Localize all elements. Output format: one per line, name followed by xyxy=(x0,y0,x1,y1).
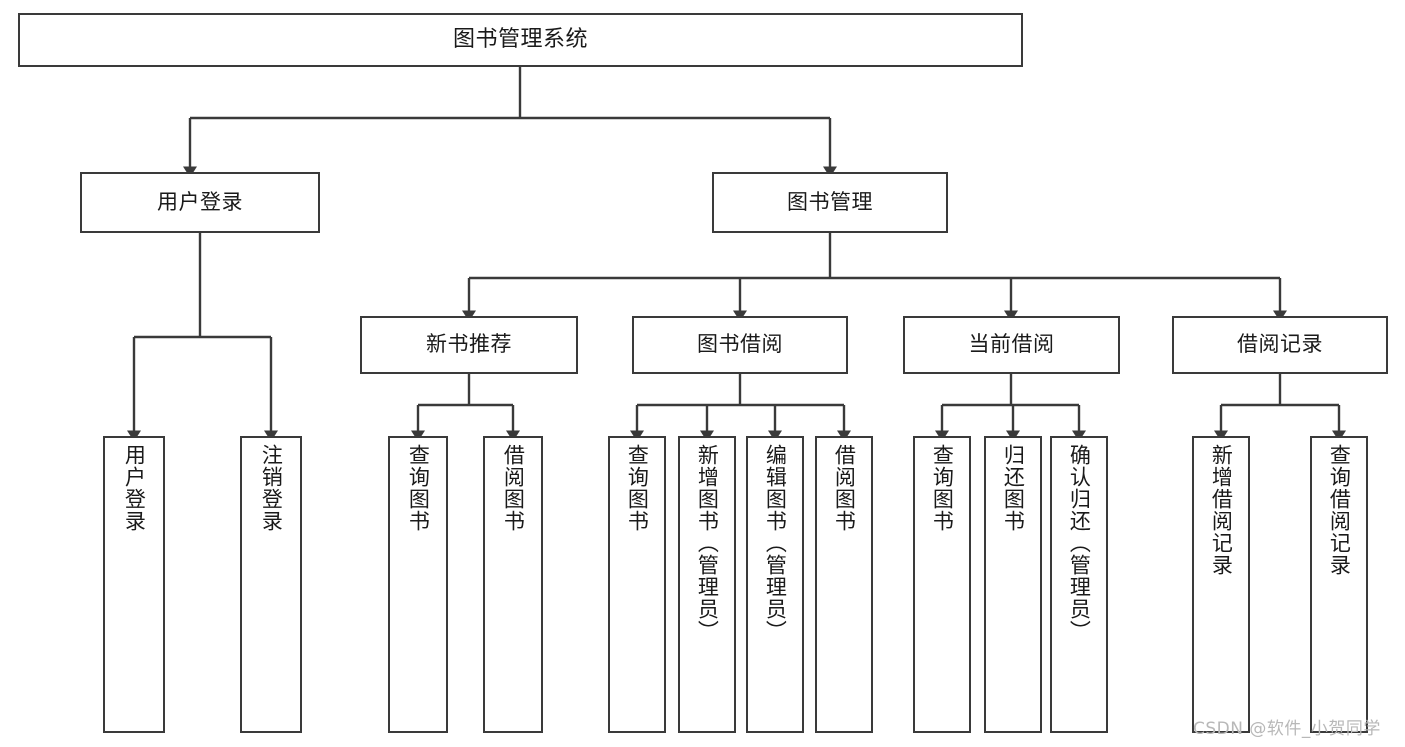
node-leaf-edit-book-admin[interactable]: 编辑图书（管理员） xyxy=(746,436,804,733)
node-leaf-borrow-book-recommend[interactable]: 借阅图书 xyxy=(483,436,543,733)
node-label: 图书借阅 xyxy=(697,332,783,357)
node-book-management[interactable]: 图书管理 xyxy=(712,172,948,233)
node-label: 查询图书 xyxy=(406,444,431,532)
node-label: 编辑图书（管理员） xyxy=(763,444,788,642)
node-label: 借阅图书 xyxy=(501,444,526,532)
node-leaf-logout[interactable]: 注销登录 xyxy=(240,436,302,733)
node-leaf-return-book[interactable]: 归还图书 xyxy=(984,436,1042,733)
node-root-book-management-system[interactable]: 图书管理系统 xyxy=(18,13,1023,67)
node-label: 查询借阅记录 xyxy=(1327,444,1352,576)
node-leaf-confirm-return-admin[interactable]: 确认归还（管理员） xyxy=(1050,436,1108,733)
node-leaf-query-book-borrow[interactable]: 查询图书 xyxy=(608,436,666,733)
node-label: 确认归还（管理员） xyxy=(1067,444,1092,642)
csdn-watermark: CSDN @软件_小贺同学 xyxy=(1193,719,1381,739)
node-label: 当前借阅 xyxy=(968,332,1055,357)
node-label: 图书管理 xyxy=(787,189,873,214)
node-leaf-user-login[interactable]: 用户登录 xyxy=(103,436,165,733)
node-leaf-query-book-current[interactable]: 查询图书 xyxy=(913,436,971,733)
node-label: 查询图书 xyxy=(930,444,955,532)
node-book-borrow[interactable]: 图书借阅 xyxy=(632,316,848,374)
node-label: 借阅图书 xyxy=(832,444,857,532)
node-new-book-recommend[interactable]: 新书推荐 xyxy=(360,316,578,374)
node-leaf-add-book-admin[interactable]: 新增图书（管理员） xyxy=(678,436,736,733)
node-label: 归还图书 xyxy=(1001,444,1026,532)
node-label: 借阅记录 xyxy=(1237,332,1323,357)
node-leaf-borrow-book[interactable]: 借阅图书 xyxy=(815,436,873,733)
node-borrow-record[interactable]: 借阅记录 xyxy=(1172,316,1388,374)
node-label: 注销登录 xyxy=(259,444,284,532)
node-label: 新增借阅记录 xyxy=(1209,444,1234,576)
node-label: 用户登录 xyxy=(157,189,243,214)
node-user-login[interactable]: 用户登录 xyxy=(80,172,320,233)
node-label: 新书推荐 xyxy=(426,332,512,357)
node-leaf-add-borrow-record[interactable]: 新增借阅记录 xyxy=(1192,436,1250,733)
node-leaf-query-book-recommend[interactable]: 查询图书 xyxy=(388,436,448,733)
node-label: 查询图书 xyxy=(625,444,650,532)
node-current-borrow[interactable]: 当前借阅 xyxy=(903,316,1120,374)
node-leaf-query-borrow-record[interactable]: 查询借阅记录 xyxy=(1310,436,1368,733)
node-label: 用户登录 xyxy=(122,444,147,532)
node-label: 新增图书（管理员） xyxy=(695,444,720,642)
node-label: 图书管理系统 xyxy=(452,26,588,52)
